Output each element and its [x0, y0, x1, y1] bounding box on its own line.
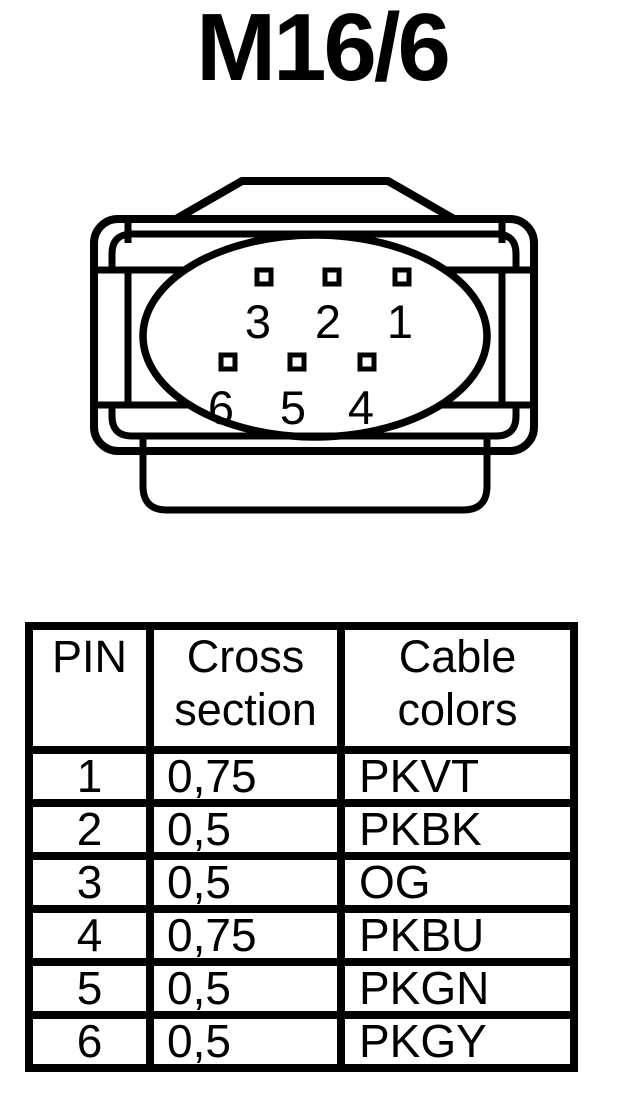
table-row-pin-6: 6 0,5 PKGY	[25, 1011, 578, 1072]
pin-number-cell: 5	[25, 958, 154, 1019]
cross-section-cell: 0,5	[146, 958, 345, 1019]
pin-assignment-table: PIN Cross section Cable colors 1 0,75 PK…	[25, 622, 578, 1072]
cross-section-cell: 0,5	[146, 799, 345, 860]
pin-label-4: 4	[348, 381, 374, 434]
table-header-row: PIN Cross section Cable colors	[25, 622, 578, 754]
cable-color-cell: PKBU	[337, 905, 578, 966]
connector-inner-shroud-top	[108, 230, 520, 270]
cross-section-cell: 0,5	[146, 1011, 345, 1072]
pin-number-cell: 3	[25, 852, 154, 913]
pin-square-1	[392, 267, 412, 287]
pin-square-5	[287, 352, 307, 372]
column-header-cross-section: Cross section	[146, 622, 345, 754]
cross-section-cell: 0,75	[146, 746, 345, 807]
table-row-pin-3: 3 0,5 OG	[25, 852, 578, 913]
cable-color-cell: PKGN	[337, 958, 578, 1019]
cable-color-cell: PKBK	[337, 799, 578, 860]
pin-label-5: 5	[280, 381, 306, 434]
connector-outer-housing	[90, 215, 538, 455]
table-row-pin-2: 2 0,5 PKBK	[25, 799, 578, 860]
pin-label-6: 6	[208, 381, 234, 434]
connector-bottom-extension	[139, 434, 491, 514]
connector-front-view-diagram: 3 2 1 6 5 4	[90, 177, 538, 514]
table-row-pin-4: 4 0,75 PKBU	[25, 905, 578, 966]
column-header-pin-label: PIN	[51, 631, 127, 682]
cross-section-cell: 0,75	[146, 905, 345, 966]
pin-label-3: 3	[245, 295, 271, 348]
pin-square-2	[322, 267, 342, 287]
cable-color-cell: PKGY	[337, 1011, 578, 1072]
cross-section-cell: 0,5	[146, 852, 345, 913]
column-header-cable-colors: Cable colors	[337, 622, 578, 754]
table-row-pin-5: 5 0,5 PKGN	[25, 958, 578, 1019]
page-title: M16/6	[196, 0, 451, 101]
pin-number-cell: 1	[25, 746, 154, 807]
pin-square-6	[218, 352, 238, 372]
pin-square-4	[357, 352, 377, 372]
pin-number-cell: 2	[25, 799, 154, 860]
cable-color-cell: OG	[337, 852, 578, 913]
pin-number-cell: 4	[25, 905, 154, 966]
table-row-pin-1: 1 0,75 PKVT	[25, 746, 578, 807]
connector-keying-tab	[172, 177, 458, 223]
cable-color-cell: PKVT	[337, 746, 578, 807]
column-header-pin: PIN	[25, 622, 154, 754]
pin-label-1: 1	[387, 295, 413, 348]
pin-number-cell: 6	[25, 1011, 154, 1072]
pin-square-3	[254, 267, 274, 287]
pin-label-2: 2	[315, 295, 341, 348]
connector-inner-shroud-bottom	[108, 405, 520, 440]
